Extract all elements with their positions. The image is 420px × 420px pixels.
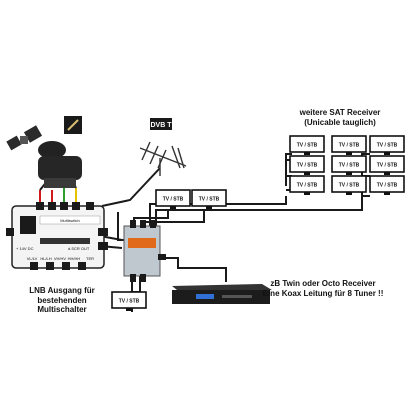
receivers-title-line2: (Unicable tauglich) <box>304 117 376 127</box>
tv-stb-label: TV / STB <box>297 183 318 189</box>
receivers-title-line1: weitere SAT Receiver <box>299 108 381 117</box>
tv-stb-label: TV / STB <box>119 299 140 305</box>
power-label: + 14V DC <box>16 246 34 251</box>
dvbt-badge: DVB T <box>151 122 173 129</box>
tv-stb-icon: TV / STB <box>331 175 367 195</box>
receiver-caption-line2: Eine Koax Leitung für 8 Tuner !! <box>262 288 384 298</box>
tv-stb-label: TV / STB <box>339 163 360 169</box>
tv-stb-icon: TV / STB <box>191 189 227 209</box>
tv-stb-icon: TV / STB <box>289 175 325 195</box>
tv-stb-icon: TV / STB <box>369 135 405 155</box>
tv-stb-group: TV / STB TV / STB TV / STB TV / STB TV / STB… <box>111 135 405 311</box>
tv-stb-icon: TV / STB <box>111 291 147 311</box>
tv-stb-icon: TV / STB <box>289 155 325 175</box>
receiver-caption: zB Twin oder Octo Receiver Eine Koax Lei… <box>248 279 398 298</box>
sat-out-label: d.SCR OUT <box>68 246 90 251</box>
tv-stb-label: TV / STB <box>377 143 398 149</box>
tv-stb-label: TV / STB <box>199 197 220 203</box>
tv-stb-icon: TV / STB <box>155 189 191 209</box>
set-top-box-icon <box>172 284 272 304</box>
tv-stb-label: TV / STB <box>339 183 360 189</box>
tv-stb-label: TV / STB <box>377 163 398 169</box>
brand-label: Multiswitch <box>60 218 80 223</box>
lnb-caption: LNB Ausgang für bestehenden Multischalte… <box>16 286 108 315</box>
tv-stb-label: TV / STB <box>297 163 318 169</box>
satellite-icon <box>6 125 43 151</box>
receiver-caption-line1: zB Twin oder Octo Receiver <box>270 279 376 288</box>
tv-stb-label: TV / STB <box>377 183 398 189</box>
tv-stb-icon: TV / STB <box>289 135 325 155</box>
lnb-caption-line3: Multischalter <box>37 305 87 315</box>
lnb-icon <box>38 116 82 188</box>
port-label: VH/HV <box>54 256 67 261</box>
splitter-icon <box>123 220 166 282</box>
port-label: TER <box>86 256 94 261</box>
lnb-caption-line2: bestehenden <box>37 295 87 305</box>
dvbt-antenna-icon: DVB T <box>139 118 187 176</box>
lnb-caption-line1: LNB Ausgang für <box>29 286 95 295</box>
tv-stb-label: TV / STB <box>339 143 360 149</box>
tv-stb-icon: TV / STB <box>331 135 367 155</box>
tv-stb-icon: TV / STB <box>331 155 367 175</box>
tv-stb-icon: TV / STB <box>369 175 405 195</box>
tv-stb-label: TV / STB <box>297 143 318 149</box>
receivers-title: weitere SAT Receiver (Unicable tauglich) <box>290 108 390 127</box>
port-label: VL/LV <box>27 256 38 261</box>
tv-stb-label: TV / STB <box>163 197 184 203</box>
port-label: HH/HH <box>68 256 81 261</box>
tv-stb-icon: TV / STB <box>369 155 405 175</box>
port-label: HL/LH <box>40 256 51 261</box>
